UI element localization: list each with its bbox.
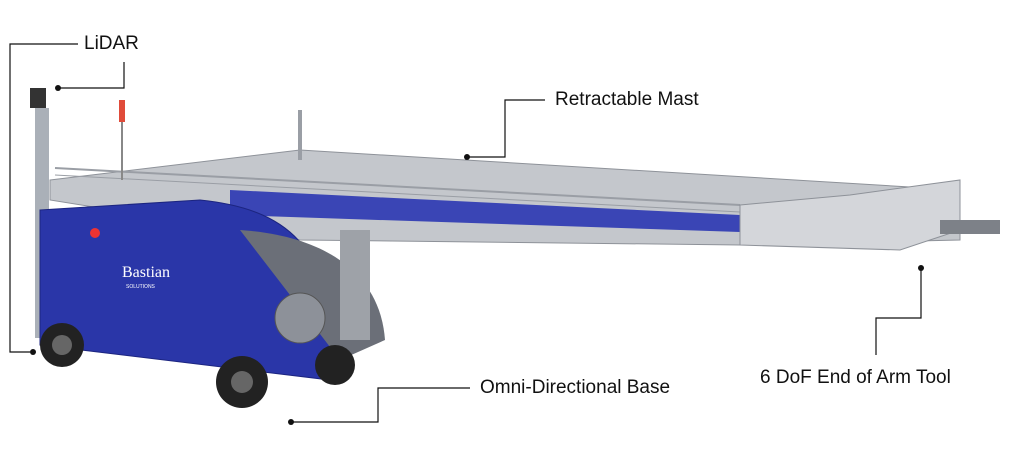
callout-end-of-arm-tool: 6 DoF End of Arm Tool <box>760 367 951 388</box>
callout-dots <box>30 85 924 425</box>
callout-omni-directional-base: Omni-Directional Base <box>480 377 671 398</box>
logo: Bastian <box>122 264 170 281</box>
logo-subtext: SOLUTIONS <box>126 284 156 290</box>
callout-lidar: LiDAR <box>84 33 139 54</box>
retractable-mast <box>49 100 1000 251</box>
callout-retractable-mast: Retractable Mast <box>555 89 699 110</box>
omni-directional-base: Bastian SOLUTIONS <box>39 199 385 408</box>
callout-lines <box>9 43 922 423</box>
